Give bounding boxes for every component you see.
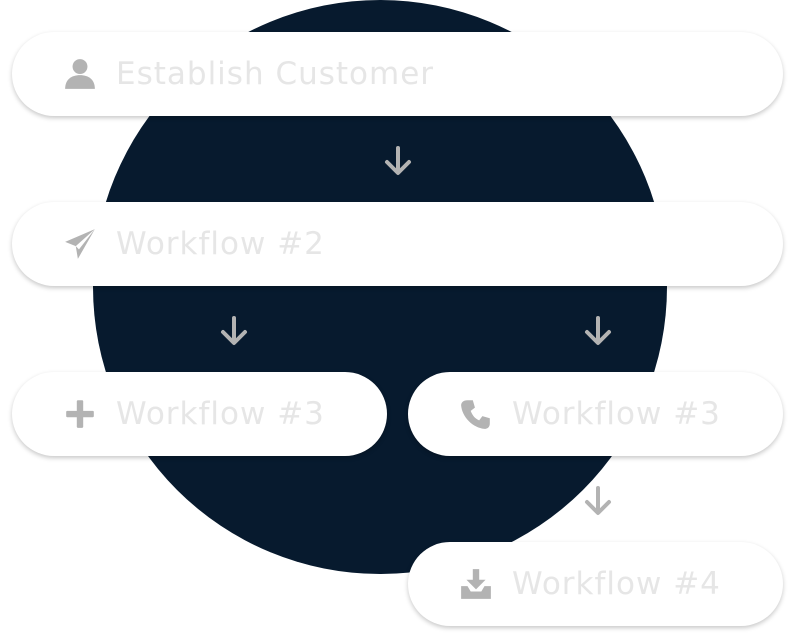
arrow-down-icon bbox=[582, 485, 614, 517]
user-icon bbox=[62, 56, 98, 92]
plus-icon bbox=[62, 396, 98, 432]
arrow-down-icon bbox=[582, 315, 614, 347]
node-label: Workflow #3 bbox=[116, 396, 325, 432]
node-label: Establish Customer bbox=[116, 56, 435, 92]
node-workflow-2: Workflow #2 bbox=[12, 202, 783, 286]
node-establish-customer: Establish Customer bbox=[12, 32, 783, 116]
paper-plane-icon bbox=[62, 226, 98, 262]
node-workflow-3-left: Workflow #3 bbox=[12, 372, 387, 456]
node-label: Workflow #4 bbox=[512, 566, 721, 602]
node-workflow-3-right: Workflow #3 bbox=[408, 372, 783, 456]
download-tray-icon bbox=[458, 566, 494, 602]
arrow-down-icon bbox=[382, 145, 414, 177]
phone-icon bbox=[458, 396, 494, 432]
node-workflow-4: Workflow #4 bbox=[408, 542, 783, 626]
node-label: Workflow #2 bbox=[116, 226, 325, 262]
arrow-down-icon bbox=[218, 315, 250, 347]
node-label: Workflow #3 bbox=[512, 396, 721, 432]
